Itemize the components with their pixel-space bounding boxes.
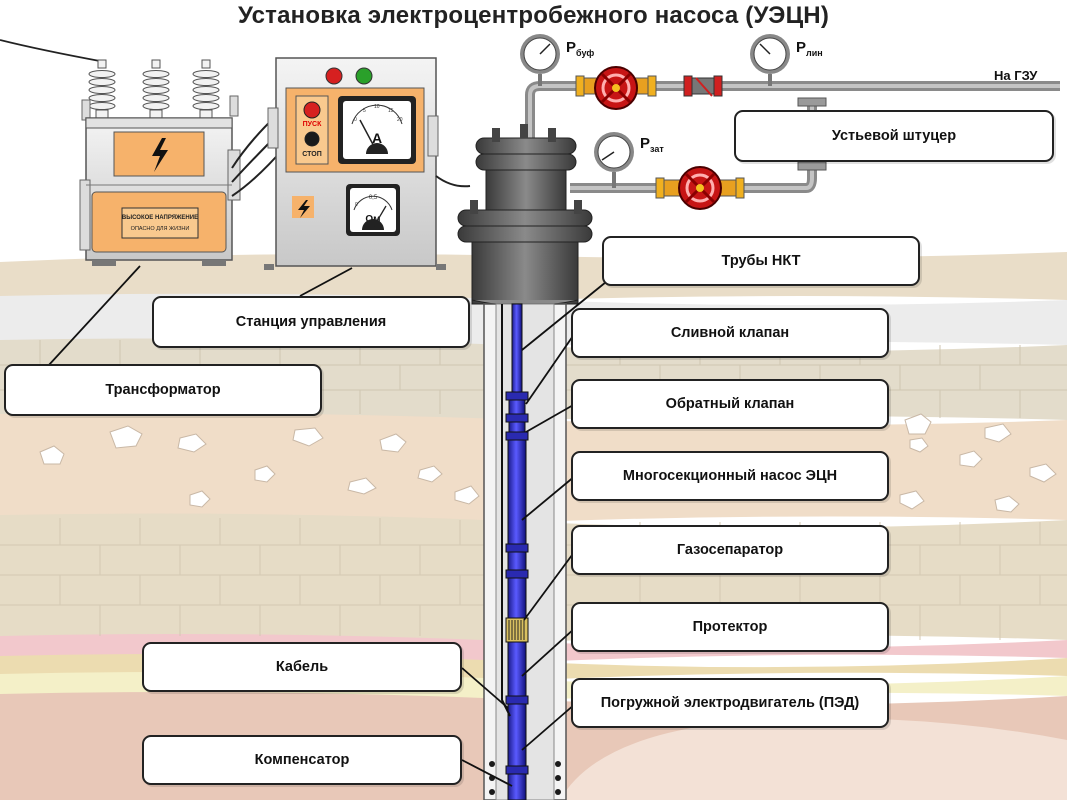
- svg-text:Pзат: Pзат: [640, 135, 664, 154]
- label-gas-separator: Газосепаратор: [571, 525, 889, 575]
- gauge-p-lin-sub: лин: [806, 48, 823, 58]
- label-protector: Протектор: [571, 602, 889, 652]
- label-wellhead-choke: Устьевой штуцер: [734, 110, 1054, 162]
- svg-text:20: 20: [397, 117, 403, 123]
- line-to-gzu: На ГЗУ: [994, 68, 1038, 83]
- stop-label: СТОП: [302, 151, 321, 158]
- surface-pipes: [525, 75, 1060, 199]
- label-compensator: Компенсатор: [142, 735, 462, 785]
- svg-text:0: 0: [355, 202, 358, 208]
- transformer: ВЫСОКОЕ НАПРЯЖЕНИЕ ОПАСНО ДЛЯ ЖИЗНИ: [79, 59, 285, 266]
- page-title: Установка электроцентробежного насоса (У…: [237, 2, 830, 29]
- gauge-p-zat-main: P: [640, 135, 650, 152]
- label-check-valve: Обратный клапан: [571, 379, 889, 429]
- gauge-p-zat: Pзат: [594, 132, 664, 188]
- transformer-plate-line2: ОПАСНО ДЛЯ ЖИЗНИ: [131, 226, 190, 232]
- svg-text:10: 10: [374, 104, 380, 110]
- valve-zat: [663, 166, 737, 210]
- label-tubing: Трубы НКТ: [602, 236, 920, 286]
- start-label: ПУСК: [303, 121, 322, 128]
- label-transformer: Трансформатор: [4, 364, 322, 416]
- svg-text:0,5: 0,5: [369, 195, 378, 201]
- svg-text:5: 5: [363, 108, 366, 114]
- gauge-p-lin-main: P: [796, 39, 806, 56]
- gauge-p-buf: Pбуф: [520, 34, 594, 86]
- label-control-station: Станция управления: [152, 296, 470, 348]
- gauge-p-zat-sub: зат: [650, 144, 664, 154]
- gauge-p-buf-sub: буф: [576, 48, 594, 58]
- label-cable: Кабель: [142, 642, 462, 692]
- wellhead: [457, 124, 593, 307]
- gauge-p-lin: Pлин: [750, 34, 823, 86]
- overhead-line: [0, 39, 106, 63]
- ammeter-unit: А: [372, 130, 382, 146]
- label-pump: Многосекционный насос ЭЦН: [571, 451, 889, 501]
- label-motor: Погружной электродвигатель (ПЭД): [571, 678, 889, 728]
- svg-text:Pлин: Pлин: [796, 39, 823, 58]
- svg-text:15: 15: [388, 108, 394, 114]
- transformer-plate-line1: ВЫСОКОЕ НАПРЯЖЕНИЕ: [122, 215, 198, 221]
- label-drain-valve: Сливной клапан: [571, 308, 889, 358]
- gauge-p-buf-main: P: [566, 39, 576, 56]
- well: [483, 303, 567, 800]
- svg-text:0: 0: [354, 117, 357, 123]
- valve-buf: [583, 66, 649, 110]
- leader-lines: [47, 110, 813, 787]
- control-station: ПУСК СТОП 0 5 10 15 20 А 0 0,5 Ом: [264, 57, 471, 270]
- svg-text:Pбуф: Pбуф: [566, 39, 594, 58]
